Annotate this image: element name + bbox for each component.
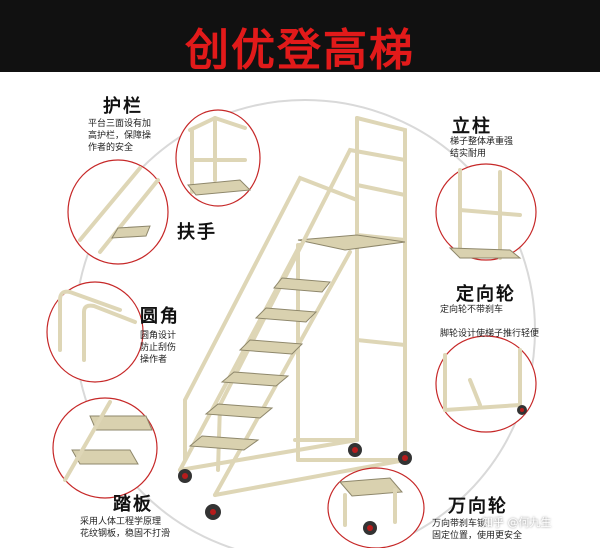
poster-title: 创优登高梯 [185,25,415,76]
callout-handrail-detail [67,159,169,265]
guardrail-note: 平台三面设有加 高护栏，保障操 作者的安全 [88,119,152,153]
tread-note: 采用人体工程学原理 花纹钢板，稳固不打滑 [80,517,171,539]
guardrail-heading: 护栏 [103,96,143,117]
swivel-note: 万向带刹车锁 固定位置，使用更安全 [432,519,523,541]
casters-note: 定向轮不带刹车 脚轮设计使梯子推行轻便 [440,305,540,339]
tread-heading: 踏板 [113,494,153,515]
corner-heading: 圆角 [140,306,180,327]
column-note: 梯子整体承重强 结实耐用 [450,137,514,159]
callout-swivel-detail [327,467,425,548]
callout-casters-detail [435,335,537,433]
title-banner: 创优登高梯 [0,0,600,76]
column-heading: 立柱 [452,116,492,137]
handrail-heading: 扶手 [177,222,217,243]
watermark: 知乎 @何九生 [482,516,552,529]
rolling-ladder [178,116,412,520]
callout-column-detail [435,163,537,261]
callout-guardrail-detail [175,109,261,207]
callout-corner-detail [46,281,144,383]
callout-tread-detail [52,397,158,499]
corner-note: 圆角设计 防止刮伤 操作者 [140,331,177,365]
swivel-heading: 万向轮 [448,496,508,517]
casters-heading: 定向轮 [456,284,516,305]
